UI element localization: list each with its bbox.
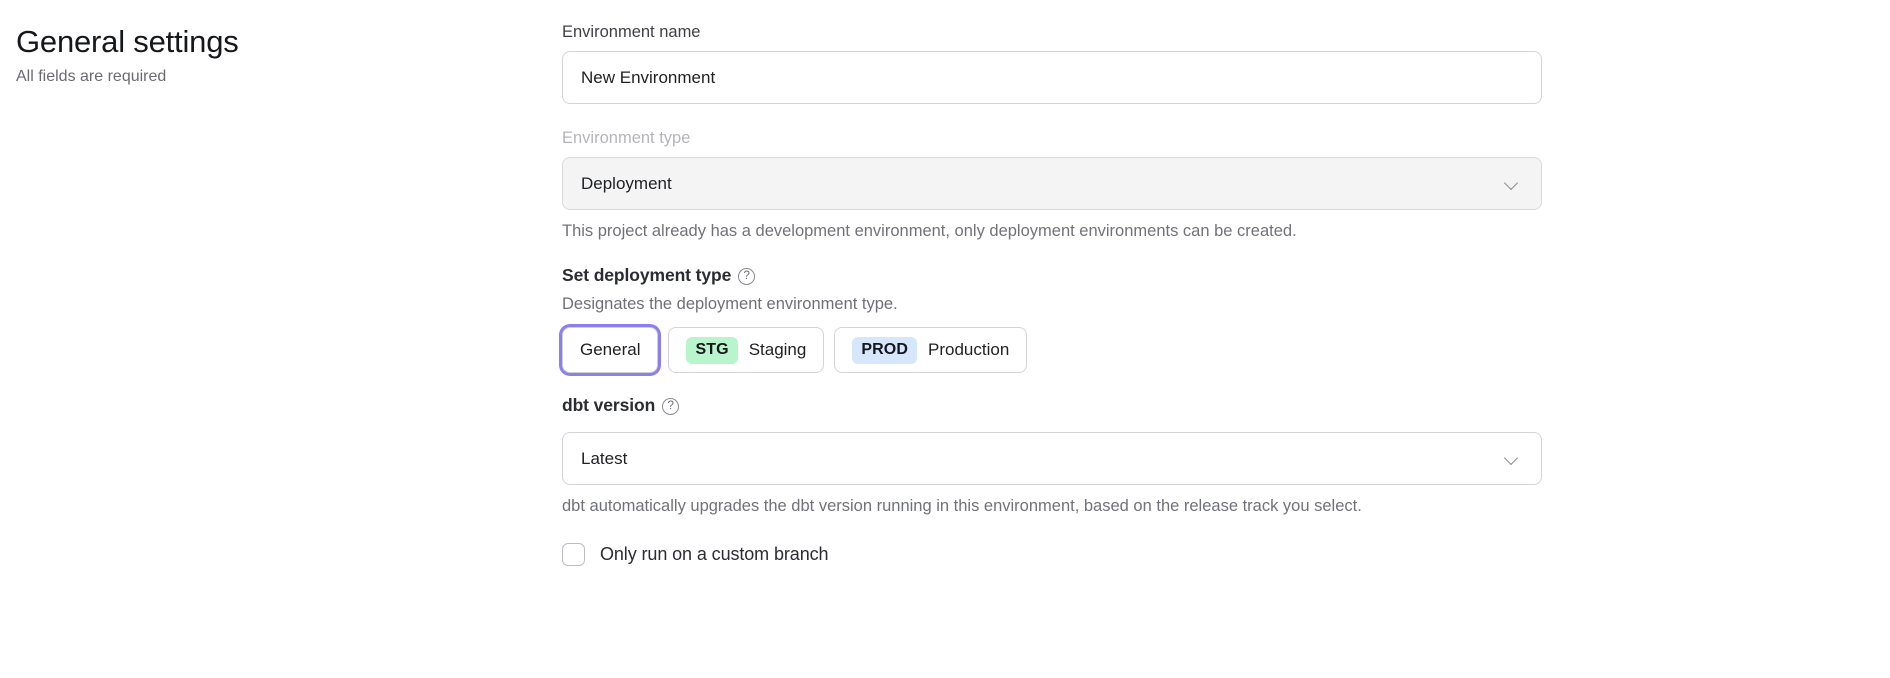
- dbt-version-heading: dbt version ?: [562, 395, 1542, 416]
- environment-type-helper-text: This project already has a development e…: [562, 222, 1297, 240]
- production-badge: PROD: [852, 336, 917, 364]
- deployment-type-option-production[interactable]: PROD Production: [834, 327, 1028, 373]
- deployment-type-description: Designates the deployment environment ty…: [562, 295, 898, 313]
- settings-form-column: Environment name New Environment Environ…: [562, 18, 1890, 678]
- deployment-type-label: Set deployment type: [562, 265, 732, 285]
- dbt-version-group: dbt version ? Latest dbt automatically u…: [562, 395, 1542, 518]
- page-subtitle: All fields are required: [16, 68, 167, 85]
- environment-type-field-group: Environment type Deployment This project…: [562, 126, 1542, 243]
- custom-branch-label: Only run on a custom branch: [600, 544, 829, 564]
- dbt-version-value: Latest: [581, 448, 628, 468]
- environment-name-label: Environment name: [562, 23, 701, 41]
- chevron-down-icon: [1505, 177, 1519, 191]
- deployment-type-option-general[interactable]: General: [562, 327, 659, 373]
- environment-type-label: Environment type: [562, 129, 691, 147]
- settings-intro-column: General settings All fields are required: [0, 18, 562, 678]
- deployment-type-options: General STG Staging PROD Production: [562, 327, 1542, 373]
- dbt-version-label: dbt version: [562, 395, 656, 415]
- chevron-down-icon: [1505, 452, 1519, 466]
- page-title: General settings: [16, 24, 239, 59]
- custom-branch-row: Only run on a custom branch: [562, 543, 1542, 566]
- environment-name-value: New Environment: [581, 67, 716, 87]
- help-circle-icon[interactable]: ?: [662, 397, 680, 415]
- environment-type-value: Deployment: [581, 173, 672, 193]
- environment-name-field-group: Environment name New Environment: [562, 20, 1542, 104]
- environment-name-input[interactable]: New Environment: [562, 51, 1542, 104]
- deployment-type-option-staging[interactable]: STG Staging: [668, 327, 825, 373]
- deployment-type-option-staging-label: Staging: [748, 340, 807, 359]
- dbt-version-select[interactable]: Latest: [562, 432, 1542, 485]
- dbt-version-helper-text: dbt automatically upgrades the dbt versi…: [562, 497, 1362, 515]
- help-circle-icon[interactable]: ?: [738, 267, 756, 285]
- environment-type-select[interactable]: Deployment: [562, 157, 1542, 210]
- deployment-type-option-general-label: General: [580, 340, 641, 359]
- custom-branch-checkbox[interactable]: [562, 543, 585, 566]
- deployment-type-option-production-label: Production: [928, 340, 1010, 359]
- deployment-type-heading: Set deployment type ?: [562, 265, 1542, 286]
- staging-badge: STG: [686, 336, 738, 364]
- deployment-type-group: Set deployment type ? Designates the dep…: [562, 265, 1542, 373]
